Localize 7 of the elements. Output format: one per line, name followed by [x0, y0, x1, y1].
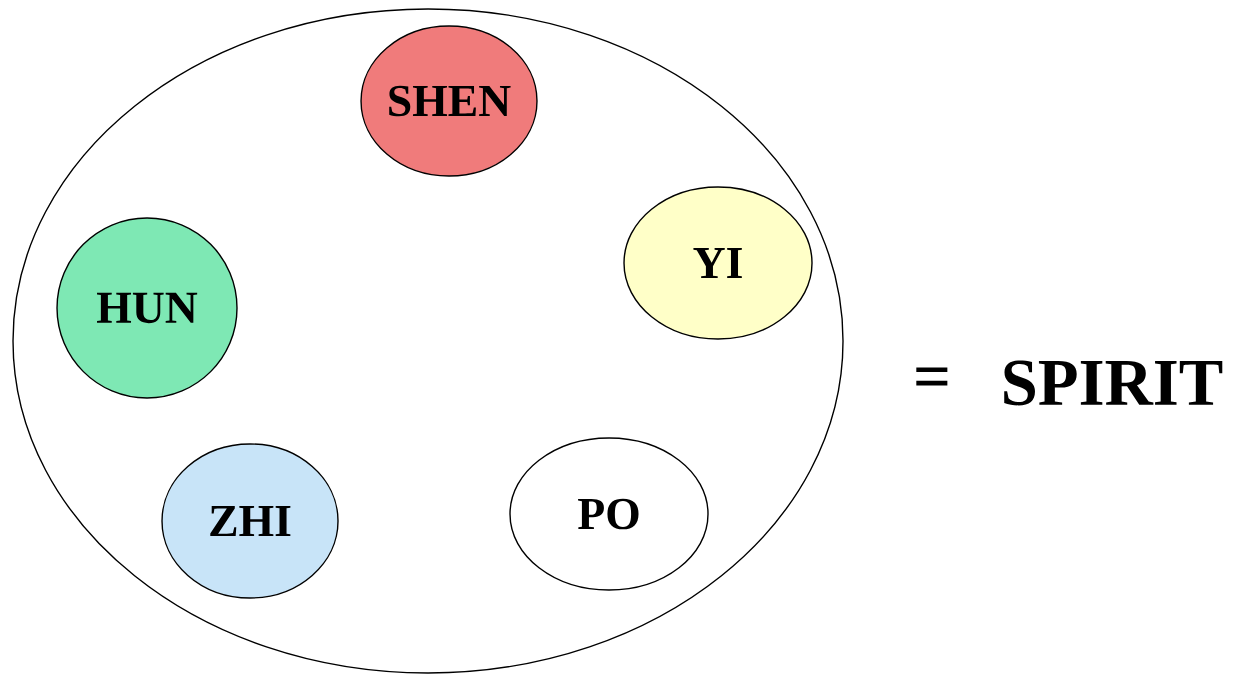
circle-node: HUN [56, 217, 238, 399]
circle-node: PO [509, 437, 709, 591]
circle-node: SHEN [360, 25, 538, 177]
circle-node: ZHI [161, 443, 339, 599]
label-text: = [916, 367, 948, 386]
label-text: SPIRIT [1004, 360, 1223, 406]
circle-node: YI [623, 186, 813, 340]
